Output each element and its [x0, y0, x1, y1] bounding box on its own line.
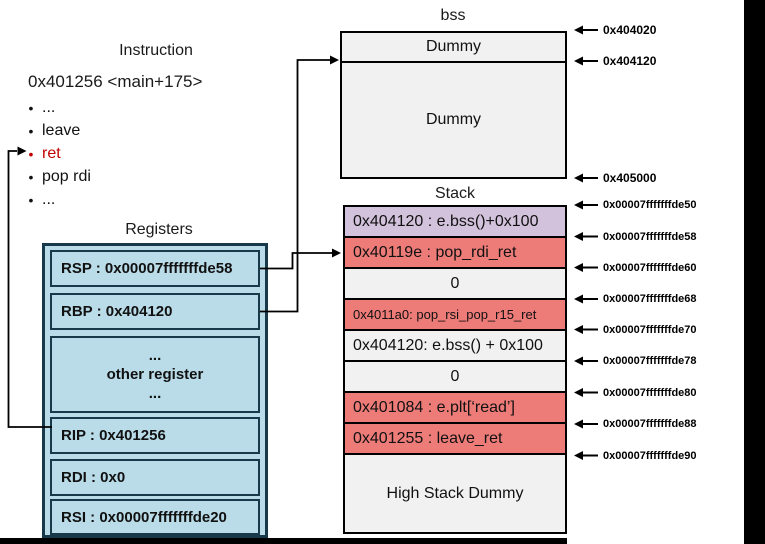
bullet-icon: • — [28, 145, 34, 162]
stack-title: Stack — [434, 185, 475, 202]
stack-row-label: 0x404120 : e.bss()+0x100 — [353, 212, 539, 230]
stack-row-label: 0 — [450, 274, 460, 292]
bss-title: bss — [440, 7, 466, 24]
stack-row-label: 0x404120: e.bss() + 0x100 — [353, 336, 543, 354]
stack-row-label: 0x4011a0: pop_rsi_pop_r15_ret — [353, 307, 537, 322]
instruction-title: Instruction — [119, 42, 193, 59]
bss-row-dummy-small: Dummy — [342, 33, 565, 63]
bss-row-label: Dummy — [425, 38, 482, 55]
instruction-item: • pop rdi — [20, 165, 91, 188]
rsp-to-stack-arrow — [260, 248, 341, 270]
register-label: RSI : 0x00007fffffffde20 — [61, 508, 227, 526]
register-row-rsi: RSI : 0x00007fffffffde20 — [50, 499, 260, 535]
stack-row-high-dummy: High Stack Dummy — [345, 455, 565, 532]
address-pointer-arrow — [574, 232, 598, 241]
instruction-item-label: leave — [42, 121, 81, 139]
stack-address-label: 0x00007fffffffde78 — [603, 355, 697, 367]
address-pointer-arrow — [574, 356, 598, 366]
bullet-icon: • — [28, 99, 34, 116]
bss-address-label: 0x404120 — [603, 54, 657, 68]
bss-address-label: 0x404020 — [603, 23, 657, 37]
stack-row-label: 0 — [450, 367, 460, 385]
instruction-item-label: ... — [42, 98, 56, 116]
address-pointer-arrow — [574, 263, 598, 272]
stack-address-label: 0x00007fffffffde88 — [603, 418, 697, 430]
instruction-list: • ... • leave • ret • pop rdi • ... — [20, 96, 91, 211]
stack-address-label: 0x00007fffffffde58 — [603, 230, 697, 243]
instruction-item: • ... — [20, 96, 91, 119]
stack-row-label: 0x401084 : e.plt[‘read’] — [353, 398, 515, 416]
register-label: RIP : 0x401256 — [61, 427, 166, 444]
instruction-item-ret: • ret — [20, 142, 91, 165]
bullet-icon: • — [28, 168, 34, 185]
address-pointer-arrow — [574, 173, 598, 183]
register-row-other: ... other register ... — [50, 336, 260, 413]
bullet-icon: • — [28, 191, 34, 208]
bss-row-label: Dummy — [425, 111, 482, 128]
bss-address-label: 0x405000 — [603, 171, 657, 185]
stack-row: 0 — [345, 269, 565, 300]
stack-address-label: 0x00007fffffffde50 — [603, 199, 697, 211]
stack-row: 0 — [345, 362, 565, 393]
stack-address-label: 0x00007fffffffde60 — [603, 261, 697, 274]
instruction-item-label: ... — [42, 190, 56, 208]
register-row-rsp: RSP : 0x00007fffffffde58 — [50, 250, 260, 287]
stack-row: 0x4011a0: pop_rsi_pop_r15_ret — [345, 300, 565, 331]
stack-row-label: 0x40119e : pop_rdi_ret — [353, 243, 517, 261]
instruction-item-label: ret — [42, 144, 61, 162]
register-other-label: other register — [106, 366, 204, 383]
instruction-item: • leave — [20, 119, 91, 142]
stack-row: 0x401084 : e.plt[‘read’] — [345, 393, 565, 424]
address-pointer-arrow — [574, 325, 598, 334]
stack-row: 0x40119e : pop_rdi_ret — [345, 238, 565, 269]
stack-row: 0x404120 : e.bss()+0x100 — [345, 207, 565, 238]
stack-row: 0x404120: e.bss() + 0x100 — [345, 331, 565, 362]
register-other-dots: ... — [148, 347, 162, 364]
stack-row-label: High Stack Dummy — [386, 484, 524, 502]
register-label: RDI : 0x0 — [61, 469, 126, 486]
stack-address-label: 0x00007fffffffde90 — [603, 449, 697, 462]
register-row-rdi: RDI : 0x0 — [50, 459, 260, 496]
stack-address-label: 0x00007fffffffde68 — [603, 293, 697, 305]
register-label: RBP : 0x404120 — [61, 303, 173, 320]
register-other-dots: ... — [148, 385, 162, 402]
address-pointer-arrow — [574, 56, 598, 66]
stack-box: 0x404120 : e.bss()+0x100 0x40119e : pop_… — [343, 205, 567, 534]
instruction-header: 0x401256 <main+175> — [28, 72, 203, 91]
address-pointer-arrow — [574, 451, 598, 460]
address-pointer-arrow — [574, 388, 598, 397]
address-pointer-arrow — [574, 200, 598, 210]
stack-address-label: 0x00007fffffffde70 — [603, 323, 697, 336]
rbp-to-bss-arrow — [260, 55, 339, 313]
register-label: RSP : 0x00007fffffffde58 — [61, 260, 233, 277]
instruction-item: • ... — [20, 188, 91, 211]
address-pointer-arrow — [574, 419, 598, 429]
stack-address-label: 0x00007fffffffde80 — [603, 386, 697, 399]
address-pointer-arrow — [574, 294, 598, 304]
stack-row: 0x401255 : leave_ret — [345, 424, 565, 455]
stack-row-label: 0x401255 : leave_ret — [353, 429, 503, 447]
bss-row-dummy-large: Dummy — [342, 63, 565, 177]
letterbox-bar-bottom — [0, 538, 567, 544]
register-row-rbp: RBP : 0x404120 — [50, 293, 260, 330]
registers-title: Registers — [125, 221, 193, 238]
bullet-icon: • — [28, 122, 34, 139]
letterbox-bar-right — [744, 0, 765, 544]
instruction-item-label: pop rdi — [42, 167, 91, 185]
bss-box: Dummy Dummy — [340, 31, 567, 179]
register-row-rip: RIP : 0x401256 — [50, 417, 260, 454]
address-pointer-arrow — [574, 25, 598, 35]
